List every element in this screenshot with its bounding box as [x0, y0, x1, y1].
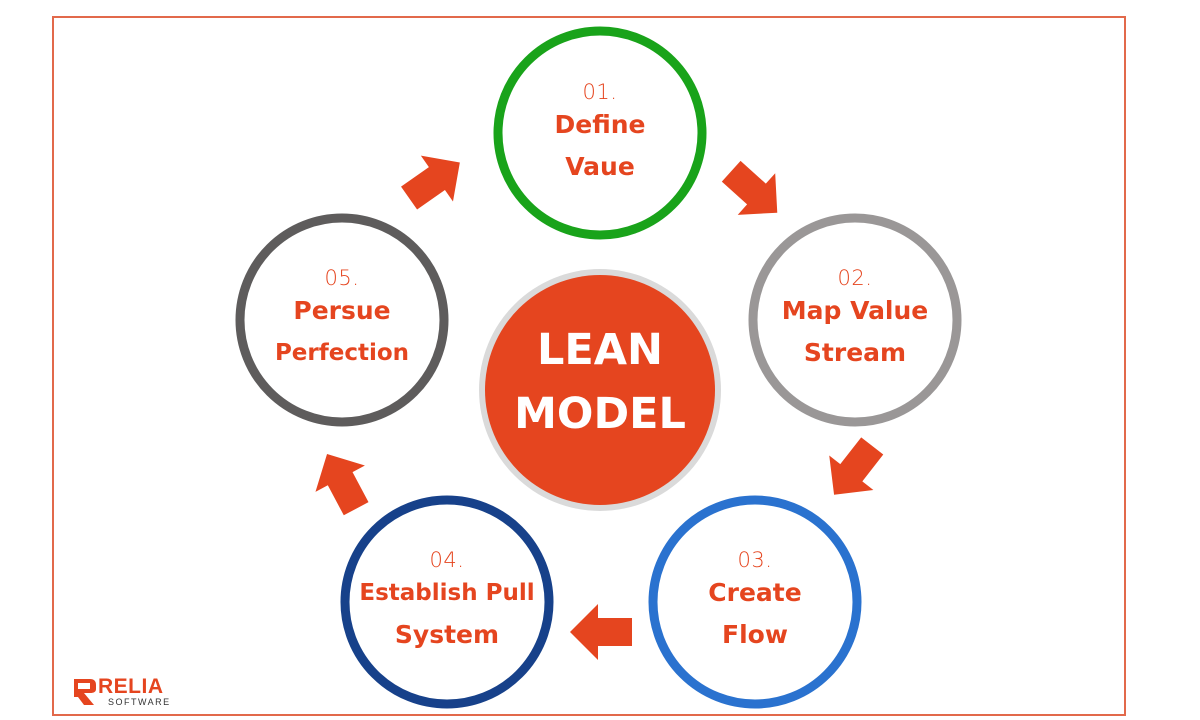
step-2-text: 02. Map Value Stream [745, 266, 965, 374]
step-5-label-line2: Perfection [274, 340, 410, 366]
relia-logo-icon [74, 679, 96, 705]
diagram-frame [52, 16, 1126, 716]
step-5-number: 05. [324, 266, 360, 290]
logo-wordmark: RELIA [98, 675, 164, 698]
step-3-label-line2: Flow [722, 620, 788, 649]
step-4-label-line1: Establish Pull [359, 580, 535, 606]
center-title-line2: MODEL [514, 389, 686, 439]
step-5-label-line1: Persue [293, 296, 391, 325]
step-3-ring [648, 495, 862, 709]
step-5-text: 05. Persue Perfection [237, 266, 447, 374]
step-4-ring [340, 495, 554, 709]
arrow-icon-5-to-1 [401, 155, 460, 210]
relia-logo: RELIA SOFTWARE [72, 675, 182, 707]
step-1-ring [493, 26, 707, 240]
step-3-label-line1: Create [708, 578, 802, 607]
step-1-label-line1: Define [554, 110, 646, 139]
step-2-ring [748, 213, 962, 427]
center-title-line1: LEAN [536, 325, 664, 375]
step-1-number: 01. [582, 80, 618, 104]
step-2-label-line2: Stream [803, 338, 907, 367]
step-3-text: 03. Create Flow [655, 548, 855, 656]
step-5-ring [235, 213, 449, 427]
center-title: LEAN MODEL [488, 318, 712, 446]
arrow-icon-1-to-2 [721, 160, 778, 215]
step-1-label-line2: Vaue [565, 152, 635, 181]
arrow-icon-4-to-5 [315, 453, 369, 516]
step-2-number: 02. [837, 266, 873, 290]
arrow-icon-2-to-3 [829, 437, 884, 495]
step-4-label-line2: System [394, 620, 500, 649]
center-circle [485, 275, 715, 505]
step-2-label-line1: Map Value [781, 296, 929, 325]
arrow-icon-3-to-4 [570, 604, 632, 660]
step-3-number: 03. [737, 548, 773, 572]
step-1-text: 01. Define Vaue [500, 80, 700, 188]
logo-subtitle: SOFTWARE [108, 697, 171, 707]
step-4-number: 04. [429, 548, 465, 572]
step-4-text: 04. Establish Pull System [337, 548, 557, 656]
